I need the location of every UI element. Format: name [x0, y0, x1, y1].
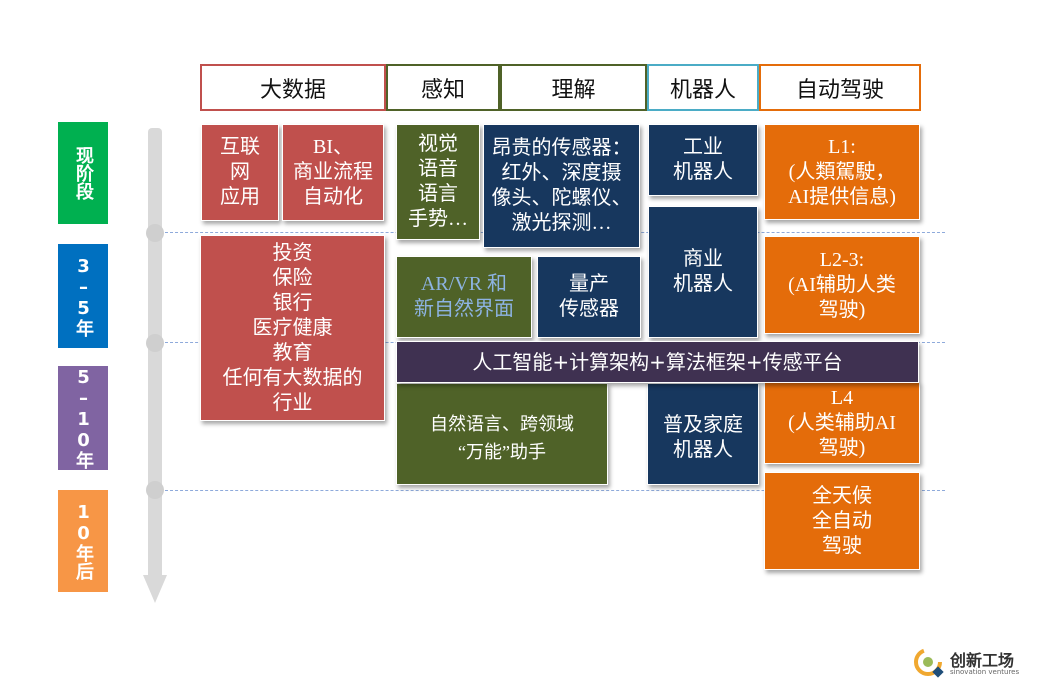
timeline-node-1 — [146, 224, 164, 242]
box-commercial-robots: 商业 机器人 — [648, 206, 758, 338]
box-expensive-sensors: 昂贵的传感器： 红外、深度摄 像头、陀螺仪、 激光探测… — [483, 124, 640, 248]
sinovation-logo-icon — [914, 648, 944, 678]
box-home-robots: 普及家庭 机器人 — [647, 383, 759, 485]
box-big-data-industries: 投资 保险 银行 医疗健康 教育 任何有大数据的 行业 — [200, 235, 385, 421]
header-understanding: 理解 — [500, 64, 647, 111]
timeline-node-3 — [146, 481, 164, 499]
box-full-autonomy: 全天候 全自动 驾驶 — [764, 472, 920, 570]
box-platform-bar: 人工智能+计算架构+算法框架+传感平台 — [396, 341, 919, 383]
logo-subtext: sinovation ventures — [950, 668, 1020, 676]
stage-10-years-later: 10年后 — [58, 490, 108, 592]
box-l2-3: L2-3: (AI辅助人类 驾驶) — [764, 236, 920, 334]
phase-divider-3 — [165, 490, 945, 491]
stage-3-5-years: 3–5年 — [58, 244, 108, 348]
timeline-arrowhead — [143, 575, 167, 603]
header-autonomous-driving: 自动驾驶 — [759, 64, 921, 111]
box-l1: L1: (人類駕駛， AI提供信息) — [764, 124, 920, 220]
box-industrial-robots: 工业 机器人 — [648, 124, 758, 196]
logo: 创新工场 sinovation ventures — [910, 644, 1040, 684]
box-perception-now: 视觉 语音 语言 手势… — [396, 124, 480, 240]
box-ar-vr: AR/VR 和 新自然界面 — [396, 256, 532, 338]
box-universal-assistant: 自然语言、跨领域 “万能”助手 — [396, 383, 608, 485]
box-mass-sensors: 量产 传感器 — [537, 256, 641, 338]
logo-text: 创新工场 — [950, 651, 1015, 670]
timeline-arrow — [148, 128, 162, 580]
box-internet-apps: 互联 网 应用 — [201, 124, 279, 221]
header-perception: 感知 — [386, 64, 500, 111]
stage-now: 现阶段 — [58, 122, 108, 224]
box-bi-automation: BI、 商业流程 自动化 — [282, 124, 384, 221]
timeline-node-2 — [146, 334, 164, 352]
header-robots: 机器人 — [647, 64, 759, 111]
box-l4: L4 (人类辅助AI 驾驶) — [764, 382, 920, 464]
stage-5-10-years: 5–10年 — [58, 366, 108, 470]
header-big-data: 大数据 — [200, 64, 386, 111]
